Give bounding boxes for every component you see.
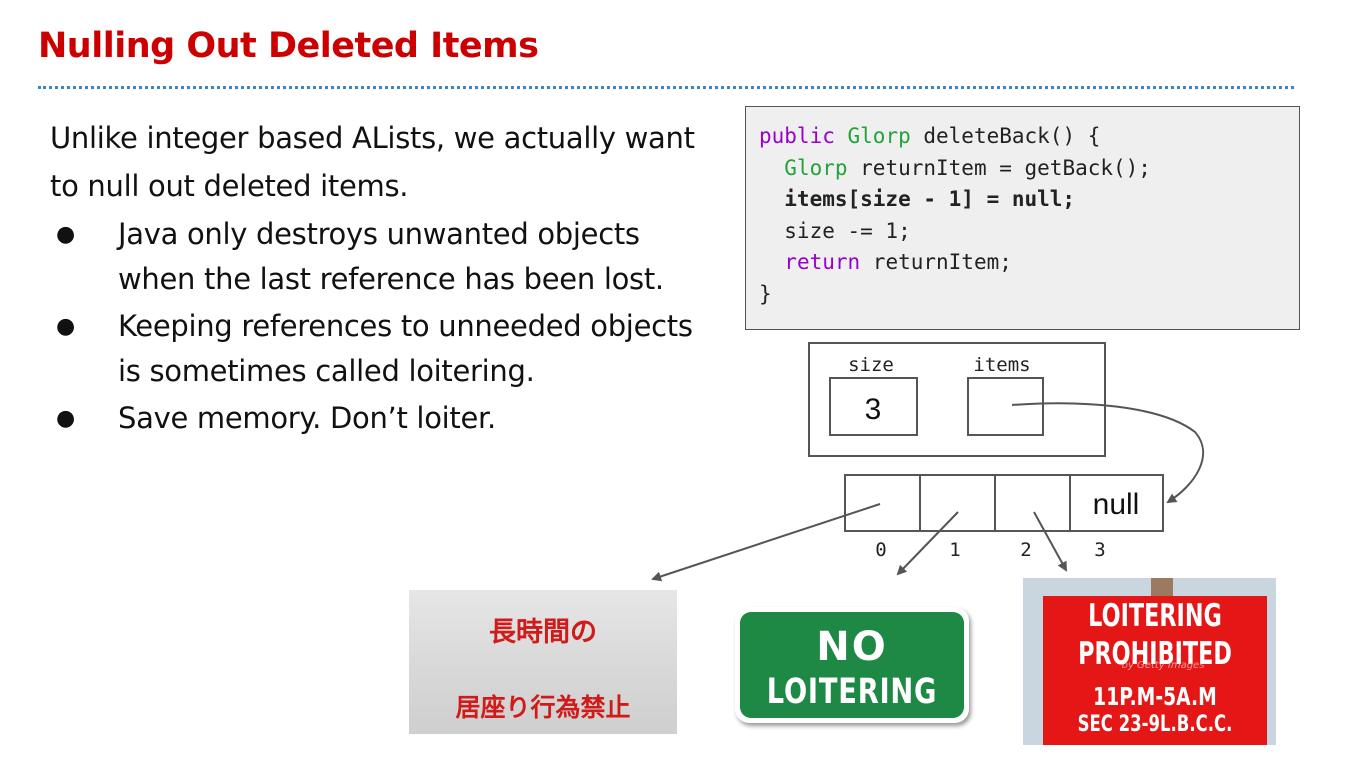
code-type: Glorp <box>847 124 911 148</box>
items-field-box <box>967 377 1044 436</box>
bullet-text: Keeping references to unneeded objects i… <box>118 309 693 388</box>
jp-sign-line-1: 長時間の <box>489 617 597 648</box>
slide-title: Nulling Out Deleted Items <box>38 26 539 66</box>
bullet-list: ● Java only destroys unwanted objects wh… <box>50 212 710 443</box>
code-keyword: return <box>784 250 861 274</box>
code-line-4: size -= 1; <box>759 218 911 243</box>
size-value: 3 <box>865 393 882 426</box>
size-field-box <box>829 377 918 436</box>
green-no-loitering-sign: NO LOITERING <box>735 607 969 723</box>
array-cell-0 <box>844 474 921 532</box>
bullet-dot-icon: ● <box>56 314 75 339</box>
pointer-arrow-2 <box>1033 511 1067 572</box>
red-sign-line-2: PROHIBITED <box>1078 636 1232 672</box>
items-label: items <box>973 354 1030 376</box>
bullet-text: Save memory. Don’t loiter. <box>118 401 496 435</box>
code-line-3: items[size - 1] = null; <box>759 187 1076 211</box>
array-cell-2 <box>994 474 1071 532</box>
pointer-arrow-1 <box>896 511 959 576</box>
bullet-item: ● Keeping references to unneeded objects… <box>50 304 710 394</box>
red-sign-line-4: SEC 23-9L.B.C.C. <box>1077 712 1233 737</box>
array-index-2: 2 <box>1020 539 1031 561</box>
bullet-dot-icon: ● <box>56 222 75 247</box>
bullet-text: Java only destroys unwanted objects when… <box>118 217 664 296</box>
jp-sign-line-2: 居座り行為禁止 <box>455 693 631 722</box>
code-line-1: public Glorp deleteBack() { <box>759 124 1101 148</box>
pointer-arrow-0 <box>651 503 881 582</box>
red-loitering-prohibited-sign: LOITERING PROHIBITED by Getty Images 11P… <box>1023 578 1276 745</box>
intro-text: Unlike integer based ALists, we actually… <box>50 121 695 203</box>
bullet-item: ● Java only destroys unwanted objects wh… <box>50 212 710 302</box>
bullet-dot-icon: ● <box>56 406 75 431</box>
red-sign-line-1: LOITERING <box>1088 598 1222 634</box>
code-line-6: } <box>759 281 772 306</box>
green-sign-face: NO LOITERING <box>740 612 964 718</box>
green-sign-line-2: LOITERING <box>766 672 938 712</box>
code-keyword: public <box>759 124 835 148</box>
title-divider <box>38 86 1294 89</box>
red-sign-board: LOITERING PROHIBITED by Getty Images 11P… <box>1043 596 1267 745</box>
japanese-no-loitering-sign: 長時間の 居座り行為禁止 <box>409 590 677 734</box>
red-sign-line-3: 11P.M-5A.M <box>1093 682 1217 711</box>
array-index-0: 0 <box>875 539 886 561</box>
code-block: public Glorp deleteBack() { Glorp return… <box>745 106 1300 330</box>
null-value: null <box>1093 488 1140 521</box>
array-index-1: 1 <box>949 539 960 561</box>
array-index-3: 3 <box>1094 539 1105 561</box>
watermark-text: by Getty Images <box>1121 660 1205 671</box>
array-cell-1 <box>919 474 996 532</box>
code-line-5: return returnItem; <box>784 250 1012 274</box>
green-sign-line-1: NO <box>816 624 888 670</box>
code-line-2: Glorp returnItem = getBack(); <box>784 155 1151 180</box>
array-cell-3 <box>1069 474 1164 532</box>
bullet-item: ● Save memory. Don’t loiter. <box>50 396 710 441</box>
code-type: Glorp <box>784 155 848 180</box>
items-pointer-arrow <box>1011 402 1205 504</box>
size-label: size <box>848 354 894 376</box>
